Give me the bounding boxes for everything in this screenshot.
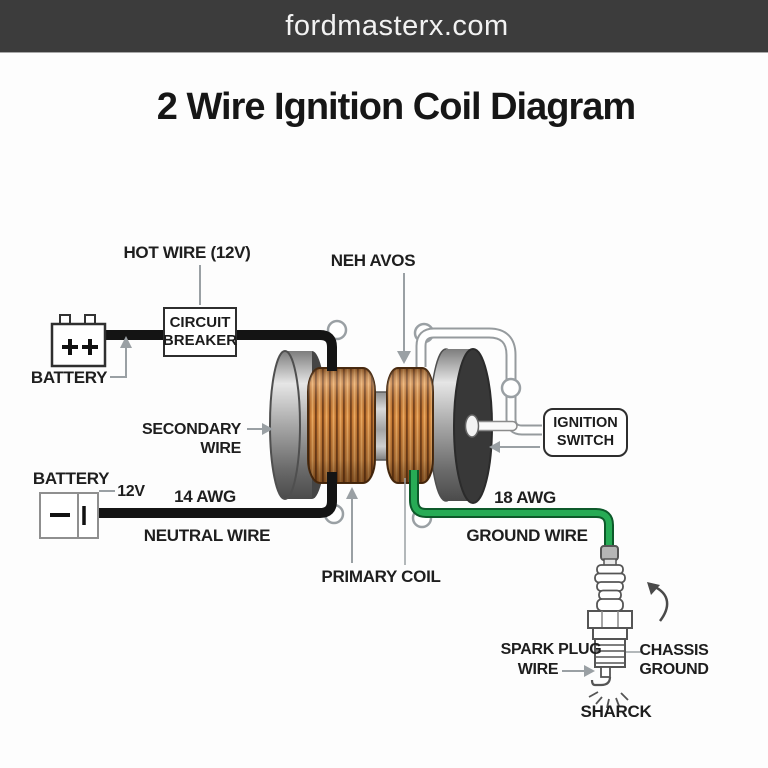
- battery-top-leader: [110, 346, 127, 378]
- neutral-wire: [97, 472, 337, 518]
- secondary-winding: [307, 367, 376, 484]
- annotation-arrows: [99, 265, 642, 677]
- ignition-switch-line2: SWITCH: [556, 432, 615, 449]
- battery-positive-icon: [50, 314, 107, 368]
- ignition-switch-line1: IGNITION: [553, 415, 618, 432]
- battery-negative-icon: [39, 492, 99, 539]
- arrowhead-up: [346, 487, 358, 499]
- circuit-breaker-box: CIRCUIT BREAKER: [163, 307, 237, 357]
- secondary-wire-label: SECONDARY WIRE: [142, 421, 241, 457]
- page-title: 2 Wire Ignition Coil Diagram: [156, 86, 636, 128]
- coil-top-label: NEH AVOS: [330, 251, 416, 270]
- curved-arrow-icon: [647, 582, 669, 622]
- circuit-breaker-line2: BREAKER: [162, 332, 238, 349]
- neutral-wire-label: NEUTRAL WIRE: [143, 526, 271, 545]
- arrowhead-down: [397, 351, 411, 364]
- arrowhead-left: [489, 441, 500, 453]
- arrowhead-right: [584, 665, 595, 677]
- awg14-label: 14 AWG: [174, 487, 236, 506]
- site-title: fordmasterx.com: [285, 9, 509, 42]
- battery-bottom-label: BATTERY: [32, 469, 110, 488]
- hex-nut: [587, 610, 633, 629]
- primary-coil-label: PRIMARY COIL: [321, 567, 441, 586]
- spark-rays: [588, 691, 629, 709]
- connector-bead: [500, 377, 522, 399]
- ignition-switch-box: IGNITION SWITCH: [543, 408, 628, 457]
- spark-plug-icon: [587, 545, 633, 709]
- spark-plug-wire-label-line2: WIRE: [517, 661, 559, 678]
- voltage-label: 12V: [117, 483, 145, 500]
- coil-terminal-hole: [464, 414, 480, 438]
- hot-wire: [104, 330, 337, 371]
- ground-wire-label: GROUND WIRE: [466, 526, 588, 545]
- center-electrode: [600, 666, 611, 678]
- awg18-label: 18 AWG: [494, 488, 556, 507]
- hot-wire-label: HOT WIRE (12V): [123, 243, 251, 262]
- site-header: fordmasterx.com: [0, 0, 768, 53]
- ground-wire-line: [409, 470, 614, 552]
- ground-electrode: [590, 676, 612, 687]
- battery-top-label: BATTERY: [30, 368, 108, 387]
- spark-label: SHARCK: [580, 702, 652, 721]
- primary-winding: [386, 367, 434, 484]
- ignition-coil-icon: [269, 319, 493, 529]
- arrowhead-up: [120, 336, 132, 348]
- spark-plug-wire-label-line1: SPARK PLUG: [500, 641, 602, 658]
- plus-terminals: [62, 339, 98, 355]
- chassis-ground-label: CHASSIS GROUND: [639, 642, 709, 678]
- circuit-breaker-line1: CIRCUIT: [169, 314, 231, 332]
- arrowhead-right: [262, 423, 273, 435]
